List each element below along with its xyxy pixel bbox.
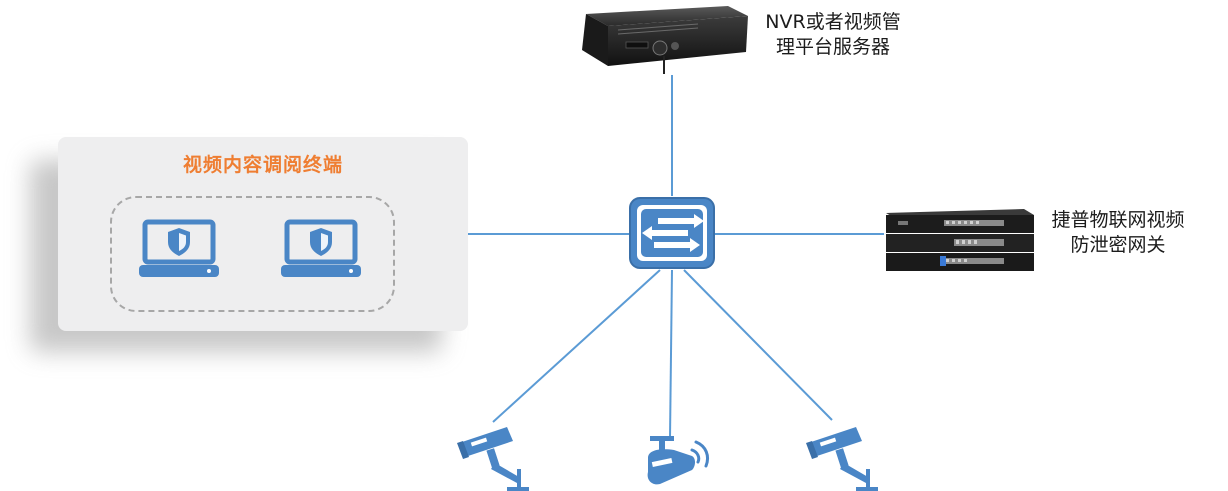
nvr-label-line2: 理平台服务器 [775, 36, 890, 58]
nvr-device-icon[interactable] [578, 4, 750, 76]
rack-gateway-icon[interactable] [884, 207, 1036, 273]
gateway-label: 捷普物联网视频 防泄密网关 [1040, 208, 1196, 258]
shield-laptop-icon[interactable] [139, 219, 219, 278]
link-switch-camera-center [669, 269, 673, 439]
dome-camera-icon[interactable] [640, 436, 712, 490]
link-switch-camera-right [683, 269, 833, 421]
terminal-group-box [110, 196, 395, 312]
gateway-label-line2: 防泄密网关 [1070, 234, 1166, 256]
nvr-label: NVR或者视频管 理平台服务器 [748, 10, 918, 60]
network-switch-icon[interactable] [628, 196, 716, 270]
bullet-camera-icon[interactable] [804, 425, 878, 491]
gateway-label-line1: 捷普物联网视频 [1051, 209, 1185, 231]
link-switch-camera-left [492, 269, 661, 423]
terminal-group-title: 视频内容调阅终端 [182, 154, 343, 176]
bullet-camera-icon[interactable] [455, 425, 529, 491]
nvr-label-line1: NVR或者视频管 [765, 11, 901, 33]
shield-laptop-icon[interactable] [281, 219, 361, 278]
